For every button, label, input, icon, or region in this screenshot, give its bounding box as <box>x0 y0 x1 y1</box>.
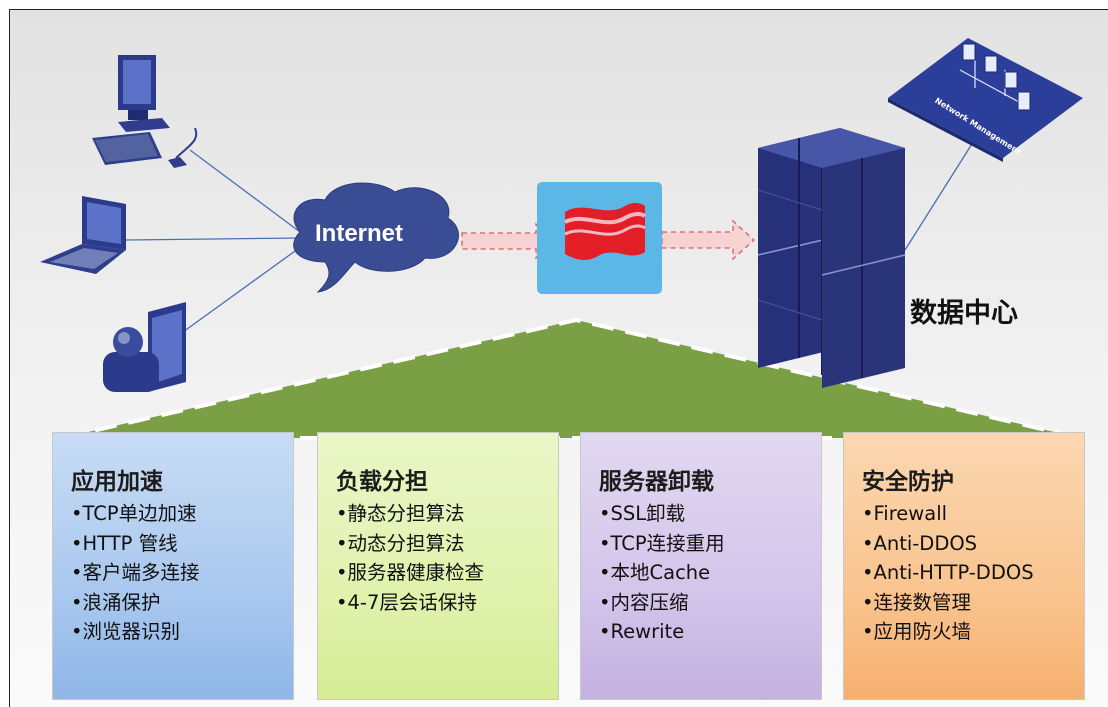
feature-list: •静态分担算法 •动态分担算法 •服务器健康检查 •4-7层会话保持 <box>336 499 558 617</box>
internet-cloud-icon <box>293 182 459 293</box>
panel-title: 负载分担 <box>336 469 428 495</box>
panel-title: 服务器卸载 <box>599 469 714 495</box>
datacenter-label: 数据中心 <box>910 298 1018 329</box>
feature-item: •4-7层会话保持 <box>336 590 477 614</box>
feature-item: •TCP连接重用 <box>599 531 725 555</box>
panel-title: 安全防护 <box>862 469 954 495</box>
feature-item: •浏览器识别 <box>71 620 181 643</box>
panel-title: 应用加速 <box>71 469 163 495</box>
feature-item: •Anti-DDOS <box>862 531 978 555</box>
feature-item: •连接数管理 <box>862 590 972 614</box>
panel-load-balancing: 负载分担 •静态分担算法 •动态分担算法 •服务器健康检查 •4-7层会话保持 <box>317 432 559 700</box>
panel-security: 安全防护 •Firewall •Anti-DDOS •Anti-HTTP-DDO… <box>843 432 1085 700</box>
feature-item: •浪涌保护 <box>71 590 161 614</box>
feature-list: •Firewall •Anti-DDOS •Anti-HTTP-DDOS •连接… <box>862 499 1084 647</box>
feature-item: •TCP单边加速 <box>71 502 197 525</box>
feature-item: •Anti-HTTP-DDOS <box>862 561 1034 584</box>
feature-item: •客户端多连接 <box>71 561 200 584</box>
traffic-arrow-out <box>661 219 755 261</box>
feature-list: •SSL卸载 •TCP连接重用 •本地Cache •内容压缩 •Rewrite <box>599 499 821 647</box>
feature-item: •内容压缩 <box>599 590 689 614</box>
feature-list: •TCP单边加速 •HTTP 管线 •客户端多连接 •浪涌保护 •浏览器识别 <box>71 499 293 647</box>
panel-server-offload: 服务器卸载 •SSL卸载 •TCP连接重用 •本地Cache •内容压缩 •Re… <box>580 432 822 700</box>
internet-cloud-label: Internet <box>315 220 404 247</box>
feature-item: •Firewall <box>862 502 948 525</box>
load-balancer-appliance-icon <box>537 182 662 294</box>
connection-lines <box>125 127 983 346</box>
feature-item: •服务器健康检查 <box>336 561 485 584</box>
feature-item: •本地Cache <box>599 561 711 584</box>
laptop-icon <box>40 196 126 274</box>
feature-item: •动态分担算法 <box>336 531 465 555</box>
server-rack-icon <box>757 128 906 388</box>
desktop-computer-icon <box>92 55 198 168</box>
panel-app-acceleration: 应用加速 •TCP单边加速 •HTTP 管线 •客户端多连接 •浪涌保护 •浏览… <box>52 432 294 700</box>
feature-item: •静态分担算法 <box>336 502 465 525</box>
feature-item: •SSL卸载 <box>599 502 686 525</box>
feature-item: •HTTP 管线 <box>71 531 178 555</box>
service-scope-triangle-edge <box>61 317 1081 440</box>
feature-item: •应用防火墙 <box>862 620 972 643</box>
service-scope-triangle <box>62 320 1080 438</box>
network-management-icon <box>888 38 1083 162</box>
feature-item: •Rewrite <box>599 620 685 643</box>
user-workstation-icon <box>103 302 186 392</box>
